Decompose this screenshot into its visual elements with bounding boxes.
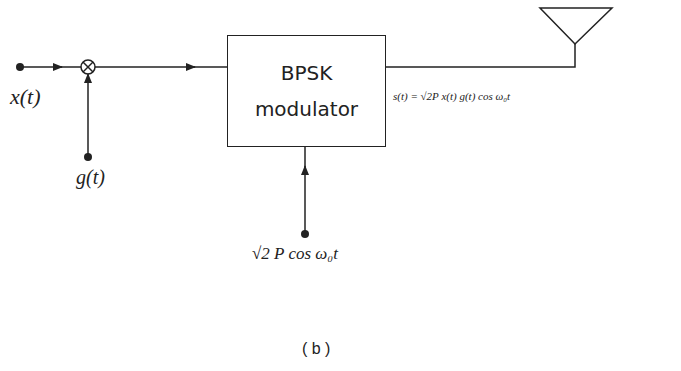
antenna-symbol [540, 8, 612, 44]
multiplier-symbol [83, 62, 93, 72]
code-wire [87, 74, 89, 155]
multiplier-symbol [81, 60, 95, 74]
box-label: BPSK modulator [252, 55, 362, 127]
output-wire [386, 44, 575, 67]
product-wire [95, 66, 195, 68]
modulator-box: BPSK modulator [227, 35, 386, 147]
input-wire [20, 66, 62, 68]
input-wire [60, 66, 81, 68]
terminal-dot [84, 153, 92, 161]
signal-name: g(t) [76, 166, 105, 189]
carrier-wire [304, 147, 306, 168]
figure-caption: ( b ) [302, 340, 330, 358]
multiplier-symbol [83, 62, 93, 72]
signal-name: x(t) [10, 84, 41, 110]
output-expression: s(t) = √2P x(t) g(t) cos ω₀t [393, 90, 510, 102]
terminal-dot [301, 230, 309, 238]
terminal-dot [16, 63, 24, 71]
carrier-label: √2 P cos ω₀t [252, 244, 338, 264]
product-wire [193, 66, 227, 68]
carrier-wire [304, 166, 306, 232]
